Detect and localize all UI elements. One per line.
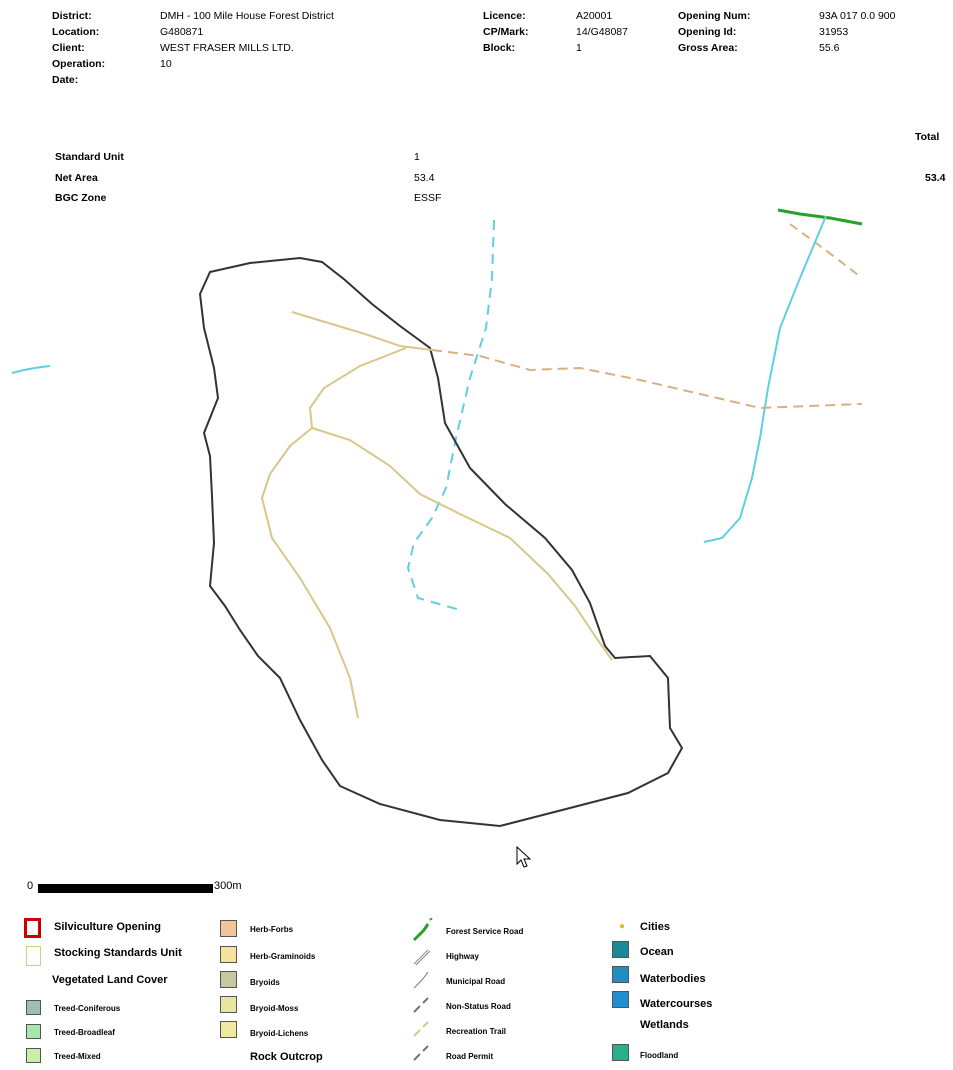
municipal-road-icon (413, 971, 429, 989)
cpmark-value: 14/G48087 (576, 26, 628, 38)
trail-south-east (311, 427, 613, 661)
stocking-standards-swatch (26, 946, 41, 966)
bryoid-lichens-swatch (220, 1021, 237, 1038)
header-values-right: 93A 017 0.0 900 31953 55.6 (819, 8, 896, 56)
treed-coniferous-swatch (26, 1000, 41, 1015)
legend-treed-coniferous: Treed-Coniferous (54, 1004, 121, 1013)
operation-label: Operation: (52, 58, 106, 70)
district-label: District: (52, 10, 92, 22)
legend-silviculture-opening: Silviculture Opening (54, 921, 161, 933)
trail-main (260, 347, 407, 719)
block-value: 1 (576, 42, 582, 54)
location-label: Location: (52, 26, 100, 38)
legend-bryoid-moss: Bryoid-Moss (250, 1004, 299, 1013)
header-labels-right: Opening Num: Opening Id: Gross Area: (678, 8, 750, 56)
gross-area-label: Gross Area: (678, 42, 738, 54)
city-dot-icon: ● (619, 921, 626, 932)
scale-start: 0 (27, 880, 34, 892)
header-values-left: DMH - 100 Mile House Forest District G48… (160, 8, 334, 88)
net-area-label: Net Area (55, 172, 98, 184)
legend-municipal-road: Municipal Road (446, 977, 506, 986)
net-area-value: 53.4 (414, 172, 435, 184)
bryoid-moss-swatch (220, 996, 237, 1013)
opening-map (11, 208, 863, 828)
legend-highway: Highway (446, 952, 479, 961)
gross-area-value: 55.6 (819, 42, 840, 54)
opening-num-label: Opening Num: (678, 10, 751, 22)
legend-recreation-trail: Recreation Trail (446, 1027, 507, 1036)
legend-cities: Cities (640, 921, 670, 933)
date-value (160, 72, 334, 88)
legend-forest-service-road: Forest Service Road (446, 927, 524, 936)
creek-dashed-center (406, 219, 495, 611)
creek-right (703, 215, 827, 543)
highway-icon (413, 949, 431, 966)
header-labels-left: District: Location: Client: Operation: D… (52, 8, 105, 88)
total-header: Total (915, 131, 940, 143)
legend-bryoids: Bryoids (250, 978, 280, 987)
forest-service-road (777, 208, 863, 226)
operation-value: 10 (160, 58, 172, 70)
bgc-zone-value: ESSF (414, 192, 442, 204)
floodland-swatch (612, 1044, 629, 1061)
cpmark-label: CP/Mark: (483, 26, 529, 38)
licence-label: Licence: (483, 10, 526, 22)
scale-bar (38, 884, 213, 893)
trail-north-west (291, 311, 433, 351)
legend-road-permit: Road Permit (446, 1052, 494, 1061)
non-status-road-icon (413, 997, 429, 1013)
legend-wetlands-title: Wetlands (640, 1019, 689, 1031)
legend-rock-outcrop: Rock Outcrop (250, 1051, 323, 1063)
block-label: Block: (483, 42, 516, 54)
road-dashed-top (789, 223, 863, 279)
silviculture-opening-swatch (24, 918, 41, 938)
legend-waterbodies: Waterbodies (640, 973, 706, 985)
legend-non-status-road: Non-Status Road (446, 1002, 511, 1011)
legend-vegetated-title: Vegetated Land Cover (52, 974, 168, 986)
legend-watercourses: Watercourses (640, 998, 713, 1010)
recreation-trail-icon (413, 1021, 429, 1037)
opening-num-value: 93A 017 0.0 900 (819, 10, 896, 22)
legend-stocking-standards: Stocking Standards Unit (54, 947, 182, 959)
watercourses-swatch (612, 991, 629, 1008)
scale-end: 300m (214, 880, 242, 892)
treed-mixed-swatch (26, 1048, 41, 1063)
licence-value: A20001 (576, 10, 613, 22)
location-value: G480871 (160, 26, 204, 38)
treed-broadleaf-swatch (26, 1024, 41, 1039)
ocean-swatch (612, 941, 629, 958)
standard-unit-value: 1 (414, 151, 420, 163)
client-value: WEST FRASER MILLS LTD. (160, 42, 294, 54)
header-labels-middle: Licence: CP/Mark: Block: (483, 8, 529, 56)
herb-forbs-swatch (220, 920, 237, 937)
legend-bryoid-lichens: Bryoid-Lichens (250, 1029, 309, 1038)
creek-left (11, 365, 51, 374)
mouse-cursor-icon (516, 846, 532, 868)
bgc-zone-label: BGC Zone (55, 192, 107, 204)
district-value: DMH - 100 Mile House Forest District (160, 10, 334, 22)
waterbodies-swatch (612, 966, 629, 983)
herb-graminoids-swatch (220, 946, 237, 963)
opening-id-label: Opening Id: (678, 26, 737, 38)
bryoids-swatch (220, 971, 237, 988)
legend-herb-forbs: Herb-Forbs (250, 925, 294, 934)
legend-floodland: Floodland (640, 1051, 679, 1060)
legend-ocean: Ocean (640, 946, 674, 958)
forest-service-road-icon (412, 918, 433, 942)
standard-unit-label: Standard Unit (55, 151, 124, 163)
opening-id-value: 31953 (819, 26, 849, 38)
legend-treed-broadleaf: Treed-Broadleaf (54, 1028, 115, 1037)
net-area-total: 53.4 (925, 172, 946, 184)
road-dashed-east (431, 349, 863, 410)
header-values-middle: A20001 14/G48087 1 (576, 8, 628, 56)
road-symbols (412, 918, 433, 1061)
legend-treed-mixed: Treed-Mixed (54, 1052, 101, 1061)
date-label: Date: (52, 74, 79, 86)
opening-boundary (198, 256, 684, 828)
client-label: Client: (52, 42, 85, 54)
legend-herb-graminoids: Herb-Graminoids (250, 952, 316, 961)
road-permit-icon (413, 1045, 429, 1061)
